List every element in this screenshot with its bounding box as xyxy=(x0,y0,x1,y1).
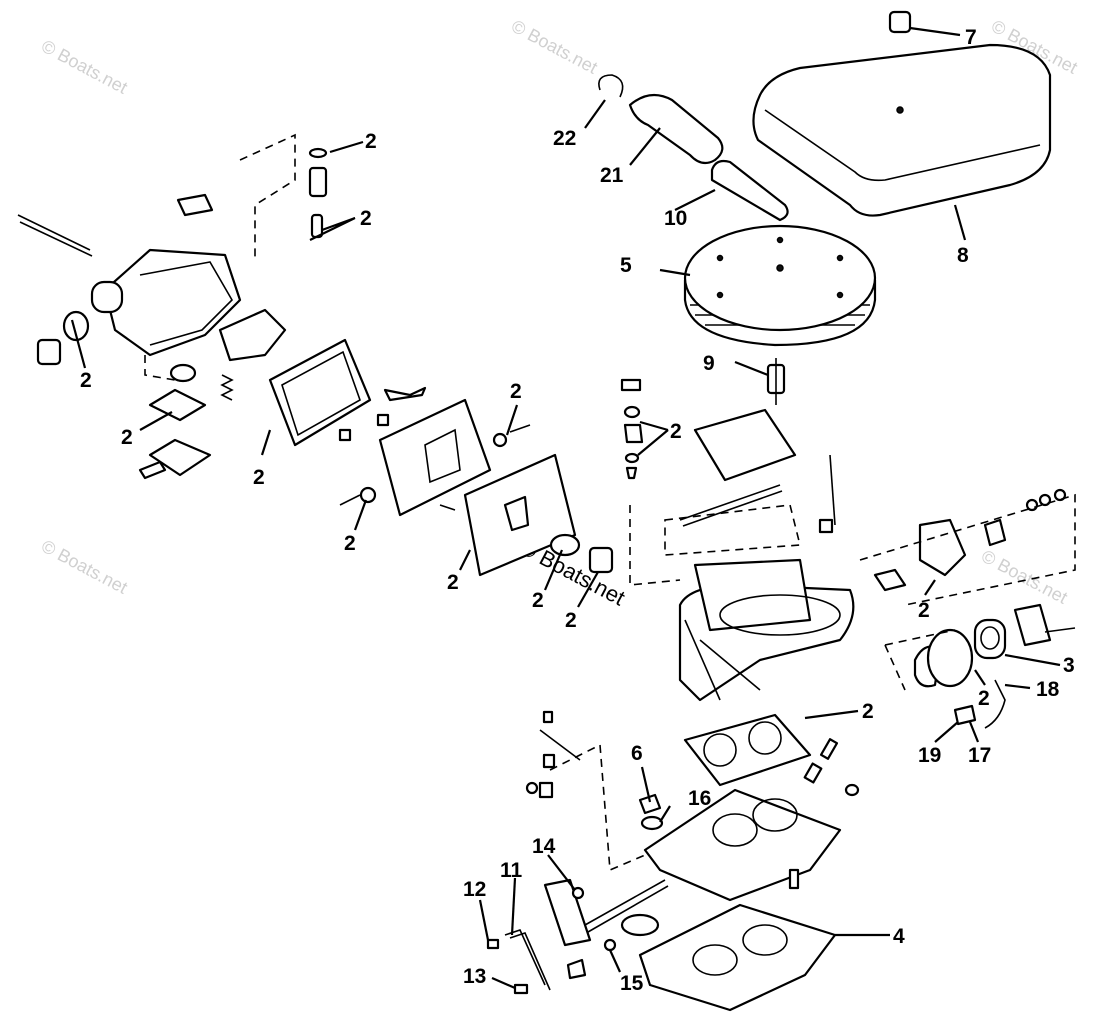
callout-2: 2 xyxy=(80,369,92,392)
power-valve xyxy=(549,533,614,574)
pump-spring xyxy=(169,363,234,401)
callout-11: 11 xyxy=(500,859,523,882)
bowl-vent-parts xyxy=(620,378,644,480)
main-body xyxy=(678,558,855,702)
callout-2: 2 xyxy=(670,420,682,443)
jets xyxy=(338,413,531,511)
choke-thermostat-parts xyxy=(953,679,1006,729)
callout-5: 5 xyxy=(620,254,632,277)
callout-14: 14 xyxy=(532,835,556,858)
secondary-linkage xyxy=(525,710,581,799)
bowl-screw xyxy=(17,214,93,257)
callout-17: 17 xyxy=(968,744,991,767)
nut-and-washer xyxy=(638,793,664,831)
watermark: © Boats.net xyxy=(978,546,1071,608)
throttle-plate xyxy=(620,913,660,937)
metering-block xyxy=(378,398,492,517)
air-cleaner-element xyxy=(683,224,877,347)
callout-2: 2 xyxy=(862,700,874,723)
watermark: © Boats.net xyxy=(38,36,131,98)
fuel-bowl xyxy=(90,248,242,357)
choke-housing xyxy=(918,518,1007,660)
stud xyxy=(766,358,786,405)
callout-21: 21 xyxy=(600,164,624,187)
air-cleaner-cover xyxy=(752,43,1052,217)
accelerator-pump-diaphragm xyxy=(138,388,212,480)
baffle xyxy=(176,193,214,217)
callout-16: 16 xyxy=(688,787,711,810)
base-gasket xyxy=(638,903,837,1012)
callout-9: 9 xyxy=(703,352,715,375)
pcv-elbow xyxy=(710,159,789,222)
throttle-body-screws xyxy=(788,738,860,890)
float-shelf-gasket xyxy=(693,408,797,482)
callout-8: 8 xyxy=(957,244,969,267)
callout-12: 12 xyxy=(463,878,486,901)
callout-2: 2 xyxy=(978,687,990,710)
callout-2: 2 xyxy=(253,466,265,489)
callout-2: 2 xyxy=(918,599,930,622)
fuel-inlet-fitting xyxy=(36,310,90,366)
throttle-body xyxy=(643,788,842,902)
callout-7: 7 xyxy=(965,26,977,49)
throttle-shaft xyxy=(584,879,669,933)
float xyxy=(218,308,287,362)
carb-to-body-gasket xyxy=(683,713,812,787)
callout-2: 2 xyxy=(565,609,577,632)
wing-nut xyxy=(888,10,912,34)
hose-clamp xyxy=(598,74,624,98)
choke-gaskets xyxy=(913,603,1076,688)
breather-hose xyxy=(628,93,724,165)
callout-6: 6 xyxy=(631,742,643,765)
callout-2: 2 xyxy=(532,589,544,612)
needle-and-seat xyxy=(308,147,328,239)
choke-shaft xyxy=(679,454,836,534)
callout-2: 2 xyxy=(360,207,372,230)
callout-13: 13 xyxy=(463,965,486,988)
callout-22: 22 xyxy=(553,127,576,150)
callout-4: 4 xyxy=(893,925,905,948)
pump-lever xyxy=(383,386,427,402)
callout-2: 2 xyxy=(447,571,459,594)
callout-2: 2 xyxy=(510,380,522,403)
callout-2: 2 xyxy=(344,532,356,555)
callout-2: 2 xyxy=(121,426,133,449)
callout-19: 19 xyxy=(918,744,941,767)
watermark: © Boats.net xyxy=(38,536,131,598)
callout-3: 3 xyxy=(1063,654,1075,677)
throttle-lever xyxy=(504,878,592,991)
metering-block-gasket xyxy=(463,453,577,577)
callout-18: 18 xyxy=(1036,678,1060,701)
watermark: © Boats.net xyxy=(508,16,601,78)
callout-10: 10 xyxy=(664,207,687,230)
throttle-small-parts xyxy=(486,886,617,995)
callout-15: 15 xyxy=(620,972,644,995)
bowl-gasket xyxy=(268,338,372,447)
callout-2: 2 xyxy=(365,130,377,153)
